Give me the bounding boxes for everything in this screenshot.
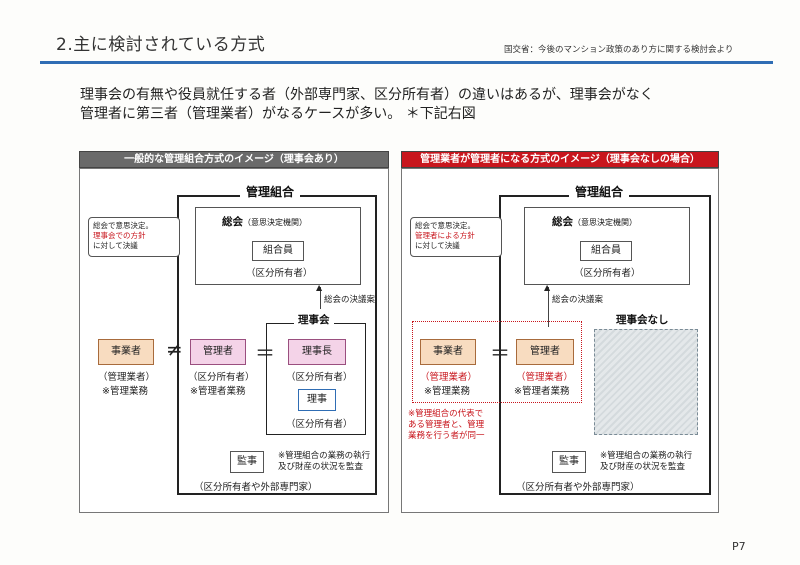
arrow-up-icon: ▲ bbox=[316, 283, 323, 292]
title-rule bbox=[40, 61, 773, 64]
source-note: 国交省：今後のマンション政策のあり方に関する検討会より bbox=[504, 45, 734, 55]
not-equal-symbol: ≠ bbox=[166, 337, 183, 361]
manager-sub: （管理業者） bbox=[516, 372, 574, 383]
director-box: 理事 bbox=[298, 389, 336, 411]
contractor-box: 事業者 bbox=[420, 339, 476, 365]
chairman-box: 理事長 bbox=[288, 339, 346, 365]
equal-symbol: ＝ bbox=[490, 341, 510, 365]
association-label: 管理組合 bbox=[240, 183, 301, 200]
same-entity-note: ※管理組合の代表で ある管理者と、管理 業務を行う者が同一 bbox=[408, 409, 485, 441]
equal-symbol: ＝ bbox=[255, 341, 275, 365]
intro-line-1: 理事会の有無や役員就任する者（外部専門家、区分所有者）の違いはあるが、理事会がな… bbox=[80, 87, 654, 103]
board-label: 理事会 bbox=[294, 312, 334, 327]
chairman-sub: （区分所有者） bbox=[286, 372, 353, 383]
contractor-note: ※管理業務 bbox=[102, 386, 148, 397]
decision-bubble: 総会で意思決定。 理事会での方針 に対して決議 bbox=[88, 217, 180, 257]
resolution-label: 総会の決議案 bbox=[552, 295, 604, 305]
director-sub: （区分所有者） bbox=[286, 419, 353, 430]
general-meeting-box bbox=[195, 207, 361, 285]
manager-note: ※管理者業務 bbox=[514, 386, 570, 397]
members-box: 組合員 bbox=[580, 241, 632, 261]
contractor-sub: （管理業者） bbox=[420, 372, 478, 383]
manager-note: ※管理者業務 bbox=[190, 386, 246, 397]
contractor-box: 事業者 bbox=[98, 339, 154, 365]
page-title: 2.主に検討されている方式 bbox=[56, 35, 266, 55]
no-board-label: 理事会なし bbox=[616, 314, 669, 326]
left-panel: 管理組合 総会（意思決定機関） 組合員 （区分所有者） 総会で意思決定。 理事会… bbox=[79, 168, 389, 513]
auditor-note: ※管理組合の業務の執行 及び財産の状況を監査 bbox=[278, 451, 371, 472]
manager-box: 管理者 bbox=[190, 339, 246, 365]
auditor-note: ※管理組合の業務の執行 及び財産の状況を監査 bbox=[600, 451, 693, 472]
contractor-sub: （管理業者） bbox=[98, 372, 156, 383]
intro-line-2: 管理者に第三者（管理業者）がなるケースが多い。 ＊下記右図 bbox=[80, 106, 476, 122]
no-board-placeholder bbox=[594, 329, 698, 435]
decision-bubble: 総会で意思決定。 管理者による方針 に対して決議 bbox=[410, 217, 502, 257]
resolution-arrow bbox=[320, 287, 321, 309]
contractor-note: ※管理業務 bbox=[424, 386, 470, 397]
manager-sub: （区分所有者） bbox=[188, 372, 255, 383]
auditor-box: 監事 bbox=[552, 451, 586, 473]
arrow-up-icon: ▲ bbox=[544, 283, 551, 292]
auditor-sub: （区分所有者や外部専門家） bbox=[194, 482, 318, 493]
resolution-arrow bbox=[548, 287, 549, 327]
general-meeting-label: 総会（意思決定機関） bbox=[222, 216, 307, 228]
association-label: 管理組合 bbox=[569, 183, 630, 200]
right-panel: 管理組合 総会（意思決定機関） 組合員 （区分所有者） 総会で意思決定。 管理者… bbox=[401, 168, 719, 513]
resolution-label: 総会の決議案 bbox=[324, 295, 376, 305]
intro-text: 理事会の有無や役員就任する者（外部専門家、区分所有者）の違いはあるが、理事会がな… bbox=[80, 86, 654, 124]
members-sub: （区分所有者） bbox=[246, 268, 313, 279]
general-meeting-label: 総会（意思決定機関） bbox=[552, 216, 637, 228]
page-number: P7 bbox=[732, 540, 746, 553]
left-panel-heading: 一般的な管理組合方式のイメージ（理事会あり） bbox=[79, 151, 389, 168]
right-panel-heading: 管理業者が管理者になる方式のイメージ（理事会なしの場合） bbox=[401, 151, 719, 168]
members-box: 組合員 bbox=[252, 241, 304, 261]
same-entity-group bbox=[412, 321, 582, 403]
auditor-sub: （区分所有者や外部専門家） bbox=[516, 482, 640, 493]
auditor-box: 監事 bbox=[230, 451, 264, 473]
members-sub: （区分所有者） bbox=[574, 268, 641, 279]
manager-box: 管理者 bbox=[516, 339, 574, 365]
